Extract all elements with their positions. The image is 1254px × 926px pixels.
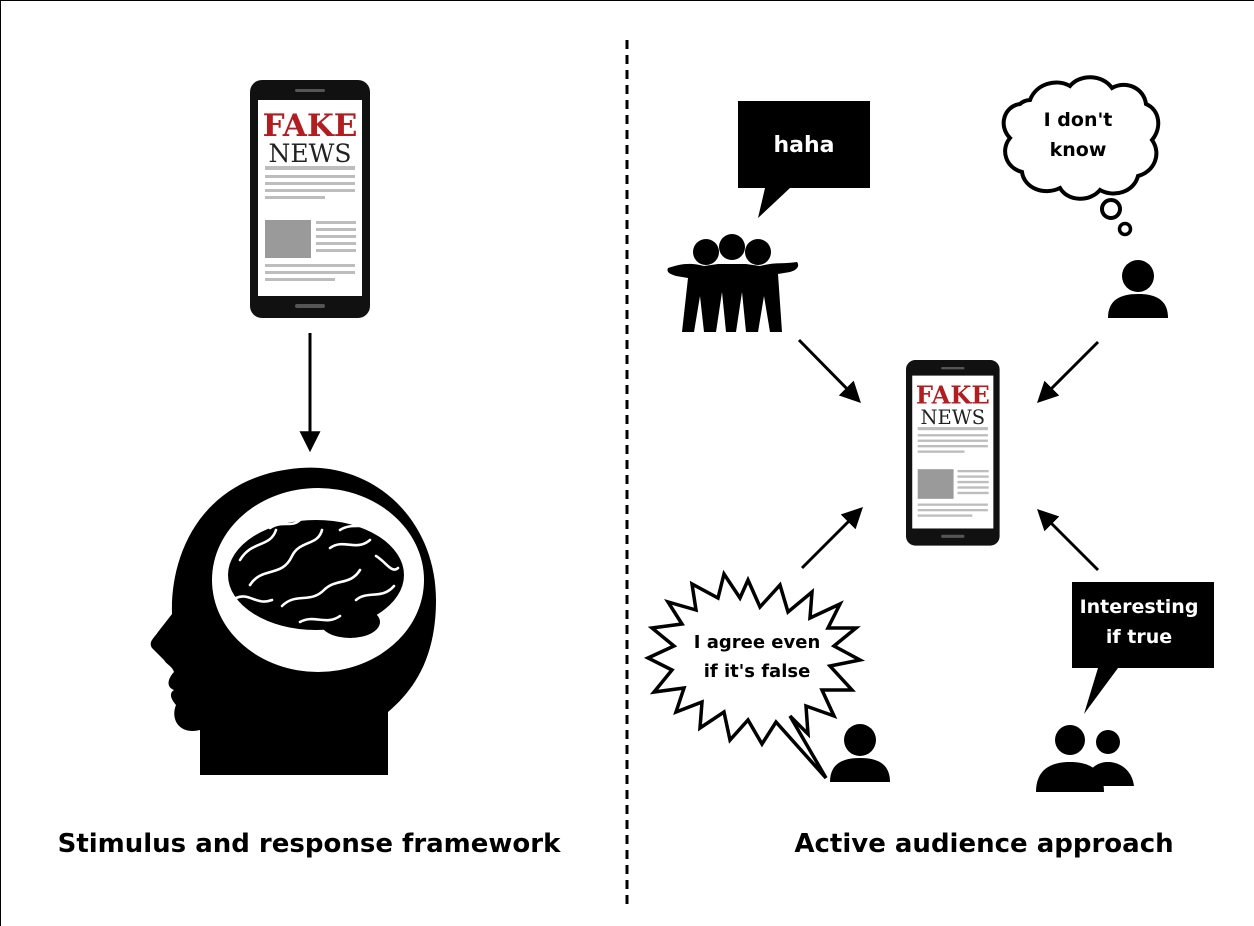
- head-with-brain-icon: [150, 467, 436, 775]
- brain-folds: [234, 518, 400, 624]
- speech-bubble-haha: haha: [738, 101, 870, 218]
- group-of-people-icon: [667, 234, 799, 332]
- center-phone: FAKE NEWS: [906, 360, 1000, 546]
- speech-bubble-haha-text: haha: [773, 133, 834, 158]
- left-phone: FAKE NEWS: [250, 80, 370, 318]
- arrow-from-agreeer: [800, 507, 863, 570]
- spiky-bubble-line2: if it's false: [704, 661, 811, 682]
- arrow-from-pair: [1037, 509, 1100, 572]
- right-panel-caption: Active audience approach: [794, 829, 1173, 859]
- box-bubble-line1: Interesting: [1080, 596, 1199, 618]
- arrow-from-group: [797, 338, 861, 403]
- person-icon-top-right: [1108, 260, 1168, 318]
- arrow-from-thinker: [1037, 340, 1100, 403]
- spiky-bubble-line1: I agree even: [694, 632, 821, 653]
- left-phone-news-text: NEWS: [269, 139, 352, 168]
- left-phone-fake-text: FAKE: [263, 108, 358, 144]
- box-bubble-line2: if true: [1106, 626, 1172, 648]
- thought-cloud-line1: I don't: [1044, 109, 1113, 131]
- left-panel-caption: Stimulus and response framework: [58, 829, 562, 859]
- thought-cloud-line2: know: [1050, 139, 1107, 161]
- box-speech-bubble: Interesting if true: [1072, 582, 1214, 714]
- spiky-speech-bubble: I agree even if it's false: [643, 569, 866, 780]
- pair-of-people-icon: [1036, 725, 1134, 792]
- center-phone-fake-text: FAKE: [916, 381, 990, 410]
- center-phone-news-text: NEWS: [920, 406, 985, 429]
- thought-cloud: I don't know: [1001, 75, 1161, 237]
- person-icon-bottom-left: [830, 724, 890, 782]
